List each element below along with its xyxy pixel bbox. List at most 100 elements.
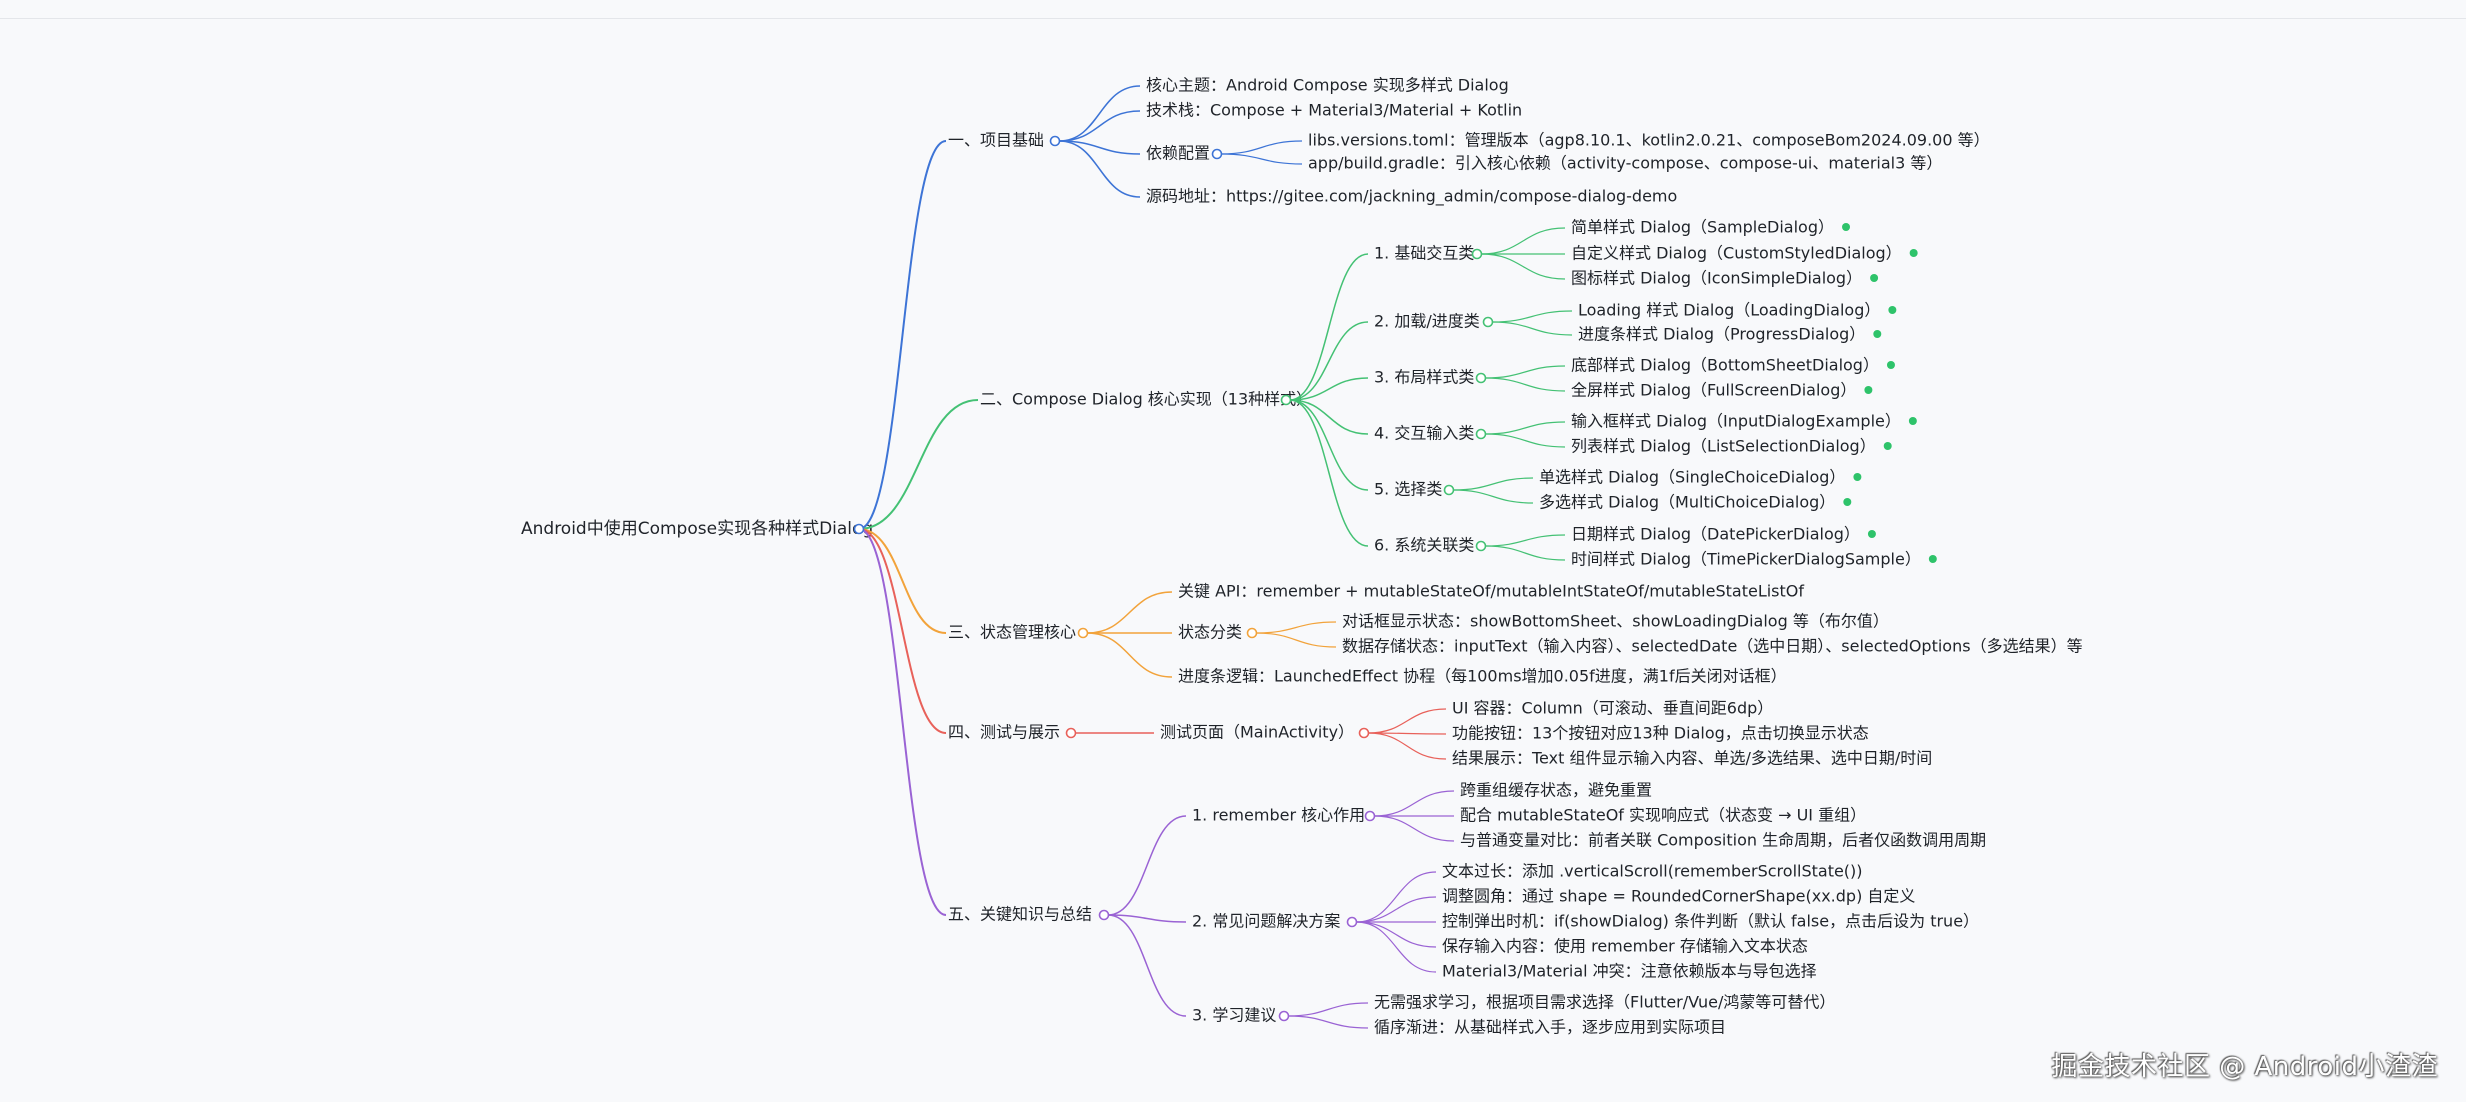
branch-5-node-3: 3. 学习建议 — [1192, 1006, 1276, 1025]
branch-2-node-2-item-1: Loading 样式 Dialog（LoadingDialog） — [1578, 301, 1880, 320]
branch-4-edge — [858, 528, 947, 734]
branch-2-node-6-edge — [1289, 399, 1369, 547]
branch-2-node-3-toggle[interactable] — [1475, 372, 1487, 384]
branch-4-node-1-item-3: 结果展示：Text 组件显示输入内容、单选/多选结果、选中日期/时间 — [1452, 749, 1932, 768]
branch-2-toggle[interactable] — [1280, 394, 1292, 406]
top-divider — [0, 18, 2466, 19]
branch-2-node-4-item-1-status-dot — [1908, 417, 1917, 425]
branch-2-node-4-edge — [1289, 399, 1369, 435]
branch-2-node-2-item-2-edge — [1491, 321, 1573, 336]
branch-5-node-1-item-3: 与普通变量对比：前者关联 Composition 生命周期，后者仅函数调用周期 — [1460, 831, 1986, 850]
branch-4-node-1-item-2: 功能按钮：13个按钮对应13种 Dialog，点击切换显示状态 — [1452, 724, 1869, 743]
branch-5-toggle[interactable] — [1098, 909, 1110, 921]
branch-5-edge — [858, 528, 947, 916]
branch-5-node-2-item-1: 文本过长：添加 .verticalScroll(rememberScrollSt… — [1442, 862, 1863, 881]
branch-5-node-2-item-2: 调整圆角：通过 shape = RoundedCornerShape(xx.dp… — [1442, 887, 1915, 906]
branch-1-node-3-toggle[interactable] — [1211, 148, 1223, 160]
watermark: 掘金技术社区 @ Android小渣渣 — [2051, 1052, 2438, 1082]
branch-2-node-6-item-1: 日期样式 Dialog（DatePickerDialog） — [1571, 525, 1860, 544]
branch-2-node-4: 4. 交互输入类 — [1374, 424, 1474, 443]
branch-2-node-2-edge — [1289, 321, 1369, 401]
branch-1-node-4-edge — [1058, 140, 1141, 198]
branch-2-node-1-toggle[interactable] — [1471, 248, 1483, 260]
branch-5-node-2-item-1-edge — [1355, 871, 1437, 923]
branch-5-node-3-edge — [1107, 914, 1187, 1017]
branch-4-node-1-toggle[interactable] — [1358, 727, 1370, 739]
branch-2-node-2-item-1-edge — [1491, 310, 1573, 323]
branch-4-node-1-item-3-edge — [1367, 732, 1447, 760]
branch-5-node-2-item-5: Material3/Material 冲突：注意依赖版本与导包选择 — [1442, 962, 1817, 981]
branch-4-topic: 四、测试与展示 — [948, 723, 1060, 742]
branch-2-node-6-item-2-status-dot — [1928, 555, 1937, 563]
branch-2-node-4-item-1-edge — [1484, 421, 1566, 435]
branch-5-node-3-item-2-edge — [1287, 1015, 1369, 1029]
branch-2-node-4-toggle[interactable] — [1475, 428, 1487, 440]
branch-2-node-5-edge — [1289, 399, 1369, 491]
branch-2-node-5: 5. 选择类 — [1374, 480, 1442, 499]
branch-2-node-5-item-1: 单选样式 Dialog（SingleChoiceDialog） — [1539, 468, 1845, 487]
branch-1-node-4: 源码地址：https://gitee.com/jackning_admin/co… — [1146, 187, 1677, 207]
branch-5-node-1-toggle[interactable] — [1364, 810, 1376, 822]
branch-2-node-3-item-2-edge — [1484, 377, 1566, 392]
branch-5-node-2-edge — [1107, 914, 1187, 923]
branch-3-toggle[interactable] — [1077, 627, 1089, 639]
branch-5-node-1-item-1-edge — [1373, 790, 1455, 817]
branch-2-node-5-item-1-status-dot — [1853, 473, 1862, 481]
branch-3-edge — [858, 528, 947, 634]
branch-2-edge — [858, 399, 979, 530]
branch-2-node-6-toggle[interactable] — [1475, 540, 1487, 552]
branch-5-node-3-item-1-edge — [1287, 1002, 1369, 1017]
branch-5-node-1-item-1: 跨重组缓存状态，避免重置 — [1460, 781, 1652, 800]
branch-5-node-1-edge — [1107, 815, 1187, 916]
branch-2-node-2-toggle[interactable] — [1482, 316, 1494, 328]
branch-2-node-5-toggle[interactable] — [1443, 484, 1455, 496]
branch-4-toggle[interactable] — [1065, 727, 1077, 739]
branch-3-node-2-item-1-edge — [1255, 621, 1337, 634]
branch-2-node-6: 6. 系统关联类 — [1374, 536, 1474, 555]
branch-5-node-3-toggle[interactable] — [1278, 1010, 1290, 1022]
branch-2-node-1-item-1: 简单样式 Dialog（SampleDialog） — [1571, 218, 1834, 237]
branch-3-node-2-item-1: 对话框显示状态：showBottomSheet、showLoadingDialo… — [1342, 612, 1889, 631]
branch-2-topic: 二、Compose Dialog 核心实现（13种样式） — [980, 390, 1312, 409]
branch-5-node-3-item-1: 无需强求学习，根据项目需求选择（Flutter/Vue/鸿蒙等可替代） — [1374, 993, 1835, 1012]
branch-2-node-3: 3. 布局样式类 — [1374, 368, 1474, 387]
branch-3-node-1-edge — [1086, 591, 1173, 634]
branch-3-node-2-item-2-edge — [1255, 632, 1337, 648]
branch-2-node-4-item-1: 输入框样式 Dialog（InputDialogExample） — [1571, 412, 1901, 431]
root-toggle[interactable] — [853, 523, 865, 535]
branch-5-node-2-item-4: 保存输入内容：使用 remember 存储输入文本状态 — [1442, 937, 1808, 956]
branch-5-node-2: 2. 常见问题解决方案 — [1192, 912, 1340, 931]
branch-5-node-2-item-3: 控制弹出时机：if(showDialog) 条件判断（默认 false，点击后设… — [1442, 912, 1979, 931]
branch-5-node-1: 1. remember 核心作用 — [1192, 806, 1365, 825]
branch-2-node-4-item-2-edge — [1484, 433, 1566, 448]
branch-5-node-1-item-2: 配合 mutableStateOf 实现响应式（状态变 → UI 重组） — [1460, 806, 1866, 825]
branch-2-node-3-item-1-status-dot — [1886, 361, 1895, 369]
branch-1-toggle[interactable] — [1049, 135, 1061, 147]
branch-4-node-1-item-1: UI 容器：Column（可滚动、垂直间距6dp） — [1452, 699, 1773, 718]
branch-2-node-4-item-2-status-dot — [1883, 442, 1892, 450]
branch-5-node-2-toggle[interactable] — [1346, 916, 1358, 928]
branch-2-node-3-item-1-edge — [1484, 365, 1566, 379]
branch-2-node-5-item-2: 多选样式 Dialog（MultiChoiceDialog） — [1539, 493, 1835, 512]
branch-2-node-1-item-2: 自定义样式 Dialog（CustomStyledDialog） — [1571, 244, 1902, 263]
branch-5-node-2-item-4-edge — [1355, 921, 1437, 948]
branch-3-node-2-toggle[interactable] — [1246, 627, 1258, 639]
branch-2-node-6-item-2-edge — [1484, 545, 1566, 561]
branch-1-node-3-item-1-edge — [1220, 140, 1303, 155]
branch-2-node-1-item-3-status-dot — [1870, 274, 1879, 282]
branch-2-node-2-item-2-status-dot — [1873, 330, 1882, 338]
branch-3-node-1: 关键 API：remember + mutableStateOf/mutable… — [1178, 582, 1804, 601]
branch-2-node-1-item-2-status-dot — [1909, 249, 1918, 257]
branch-2-node-5-item-2-edge — [1452, 489, 1534, 504]
branch-2-node-3-item-2-status-dot — [1864, 386, 1873, 394]
branch-5-node-2-item-2-edge — [1355, 896, 1437, 923]
branch-3-node-2-item-2: 数据存储状态：inputText（输入内容）、selectedDate（选中日期… — [1342, 637, 2083, 656]
branch-2-node-2: 2. 加载/进度类 — [1374, 312, 1480, 331]
branch-3-node-3: 进度条逻辑：LaunchedEffect 协程（每100ms增加0.05f进度，… — [1178, 667, 1787, 686]
branch-1-node-3-item-2-edge — [1220, 153, 1303, 165]
branch-4-node-1: 测试页面（MainActivity） — [1160, 723, 1354, 742]
branch-2-node-6-item-1-status-dot — [1867, 530, 1876, 538]
branch-4-node-1-item-1-edge — [1367, 708, 1447, 734]
branch-1-topic: 一、项目基础 — [948, 131, 1044, 150]
